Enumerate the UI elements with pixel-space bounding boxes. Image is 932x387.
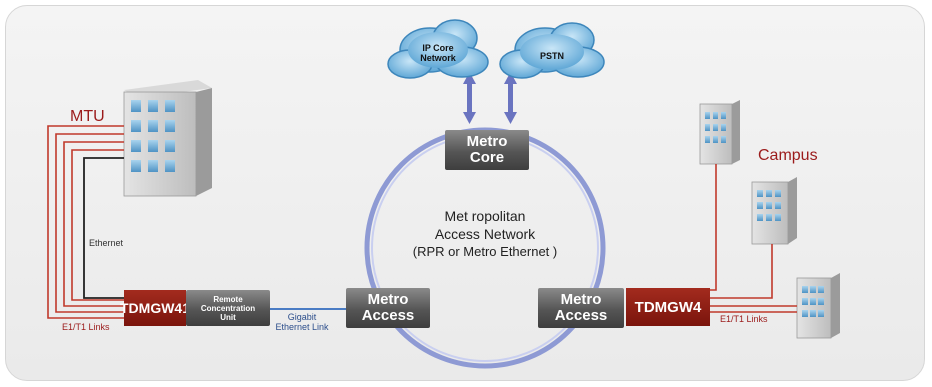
campus-label: Campus — [758, 147, 818, 164]
ip-core-cloud-label: IP Core Network — [413, 43, 463, 63]
remote-concentration-unit-node: Remote Concentration Unit — [186, 290, 270, 326]
ring-label-line3: (RPR or Metro Ethernet ) — [412, 244, 558, 259]
rcu-label-line3: Unit — [220, 312, 236, 322]
uplink-arrows — [463, 72, 517, 124]
campus-e1t1-links — [710, 164, 797, 313]
gigabit-label-line1: Gigabit — [287, 312, 317, 322]
ip-core-cloud-icon — [387, 19, 489, 79]
ring-label: Met ropolitan Access Network (RPR or Met… — [405, 207, 565, 261]
campus-building-2-icon — [751, 177, 797, 245]
metro-access-right-line2: Access — [554, 307, 608, 324]
campus-building-1-icon — [699, 100, 740, 165]
gigabit-label-line2: Ethernet Link — [275, 322, 329, 332]
rcu-label-line2: Concentration — [200, 303, 256, 313]
metro-access-right-line1: Metro — [560, 291, 602, 308]
metro-core-node: Metro Core — [445, 130, 529, 170]
metro-core-label-line1: Metro — [466, 133, 508, 150]
metro-access-left-line2: Access — [361, 307, 415, 324]
mtu-building-icon — [123, 80, 212, 197]
ethernet-label: Ethernet — [89, 238, 124, 248]
ring-label-line2: Access Network — [434, 226, 536, 242]
ip-core-label-line1: IP Core — [422, 43, 454, 53]
rcu-label-line1: Remote — [213, 294, 243, 304]
metro-access-left-node: Metro Access — [346, 288, 430, 328]
campus-building-3-icon — [796, 273, 840, 339]
tdmgw4-node: TDMGW4 — [626, 288, 710, 326]
tdmgw41-node: TDMGW41 — [120, 290, 190, 326]
ip-core-label-line2: Network — [420, 53, 456, 63]
metro-core-label-line2: Core — [469, 149, 505, 166]
e1t1-left-label: E1/T1 Links — [62, 322, 110, 332]
metro-access-right-node: Metro Access — [538, 288, 624, 328]
pstn-cloud-label: PSTN — [539, 51, 564, 61]
mtu-e1t1-links — [47, 125, 124, 319]
pstn-cloud-icon — [499, 22, 605, 79]
ring-label-line1: Met ropolitan — [444, 208, 526, 224]
gigabit-ethernet-label: Gigabit Ethernet Link — [272, 312, 332, 332]
mtu-ethernet-link — [83, 157, 124, 299]
e1t1-right-label: E1/T1 Links — [720, 314, 768, 324]
mtu-label: MTU — [70, 108, 105, 125]
metro-access-left-line1: Metro — [367, 291, 409, 308]
